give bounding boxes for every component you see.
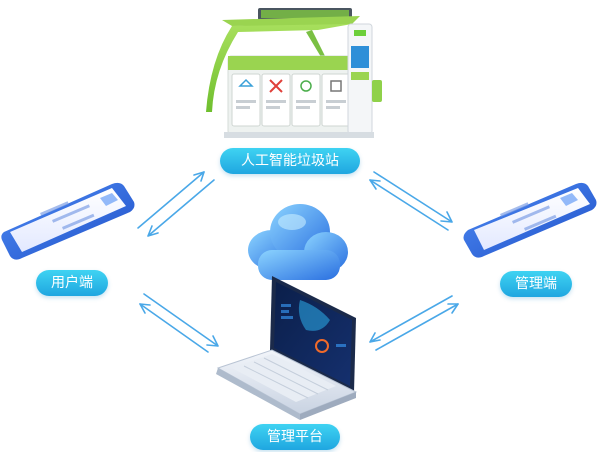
bidirectional-arrow	[139, 293, 219, 353]
cloud-illustration	[248, 204, 348, 280]
trash-station-illustration	[206, 8, 382, 138]
station-label: 人工智能垃圾站	[220, 148, 360, 174]
phone-illustration	[1, 182, 135, 260]
user-app-label: 用户端	[36, 270, 108, 296]
admin-app-label: 管理端	[500, 271, 572, 297]
bidirectional-arrow	[369, 171, 453, 231]
bidirectional-arrow	[369, 295, 459, 351]
bidirectional-arrow	[137, 171, 215, 237]
laptop-illustration	[216, 276, 358, 420]
phone-illustration	[463, 182, 597, 258]
platform-label: 管理平台	[250, 424, 340, 450]
